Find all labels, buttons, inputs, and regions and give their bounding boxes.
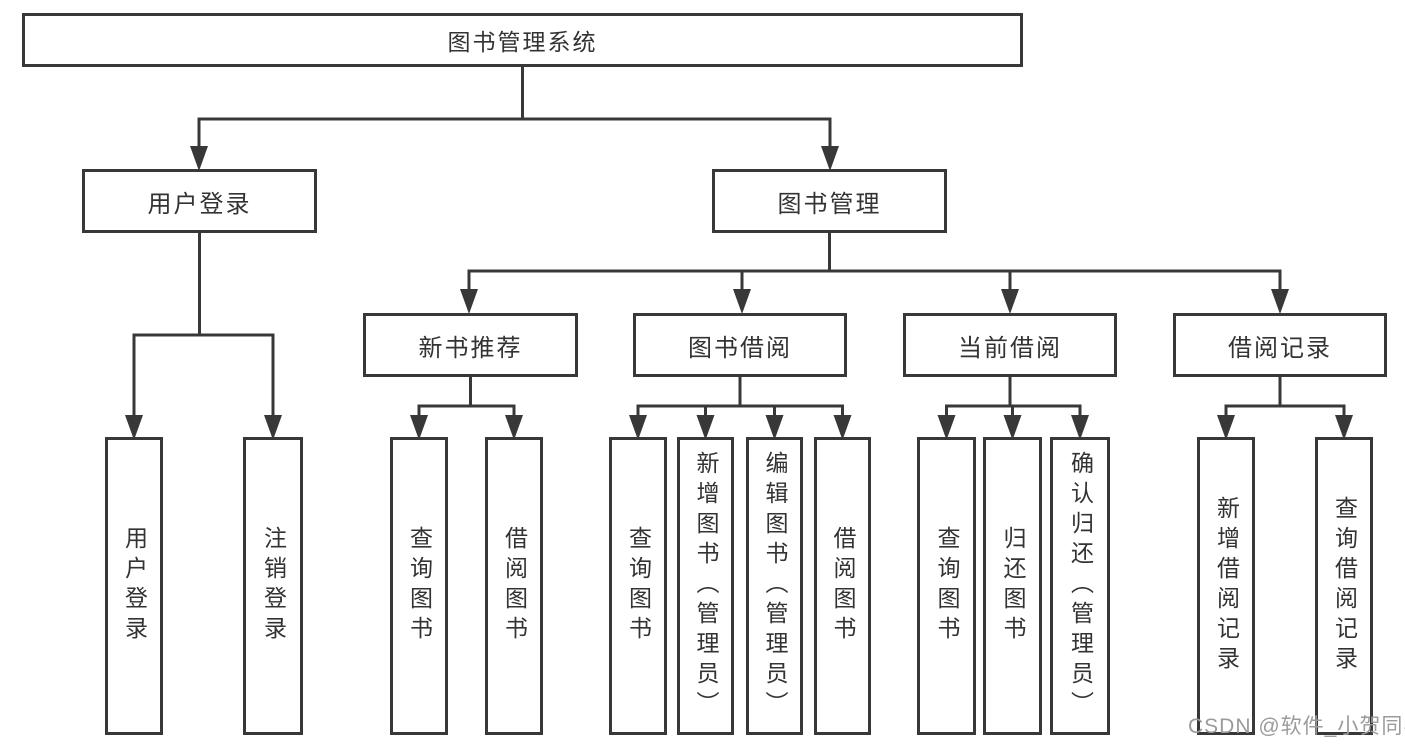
node-current-borrowing: 当前借阅 [903,313,1117,377]
leaf-query-books-borrowing: 查询图书 [609,437,667,735]
connector-user-login-to-leaves [125,233,282,440]
leaf-add-borrowing-record: 新增借阅记录 [1197,437,1255,735]
leaf-return-books: 归还图书 [983,437,1042,735]
leaf-add-books-admin: 新增图书（管理员） [677,437,734,735]
node-book-borrowing: 图书借阅 [633,313,847,377]
leaf-query-borrowing-record: 查询借阅记录 [1315,437,1373,735]
connector-book-management-to-level3 [460,232,1289,314]
connector-new-books-to-leaves [410,377,523,440]
connector-book-borrowing-to-leaves [629,377,852,440]
leaf-confirm-return-admin: 确认归还（管理员） [1050,437,1110,735]
node-new-book-recommendation: 新书推荐 [363,313,578,377]
leaf-edit-books-admin: 编辑图书（管理员） [746,437,803,735]
leaf-query-books-recommend: 查询图书 [390,437,448,735]
node-borrowing-records: 借阅记录 [1173,313,1387,377]
leaf-logout: 注销登录 [243,437,303,735]
leaf-user-login: 用户登录 [105,437,163,735]
connector-borrowing-records-to-leaves [1217,377,1353,440]
connector-root-to-level2 [190,67,839,171]
leaf-query-books-current: 查询图书 [917,437,976,735]
leaf-borrow-books: 借阅图书 [814,437,871,735]
node-book-management: 图书管理 [712,169,947,233]
connector-current-borrowing-to-leaves [937,377,1089,440]
node-user-login: 用户登录 [82,169,317,233]
watermark: CSDN @软件_小贺同学 [1188,715,1405,738]
leaf-borrow-books-recommend: 借阅图书 [485,437,543,735]
node-library-management-system: 图书管理系统 [22,13,1023,67]
